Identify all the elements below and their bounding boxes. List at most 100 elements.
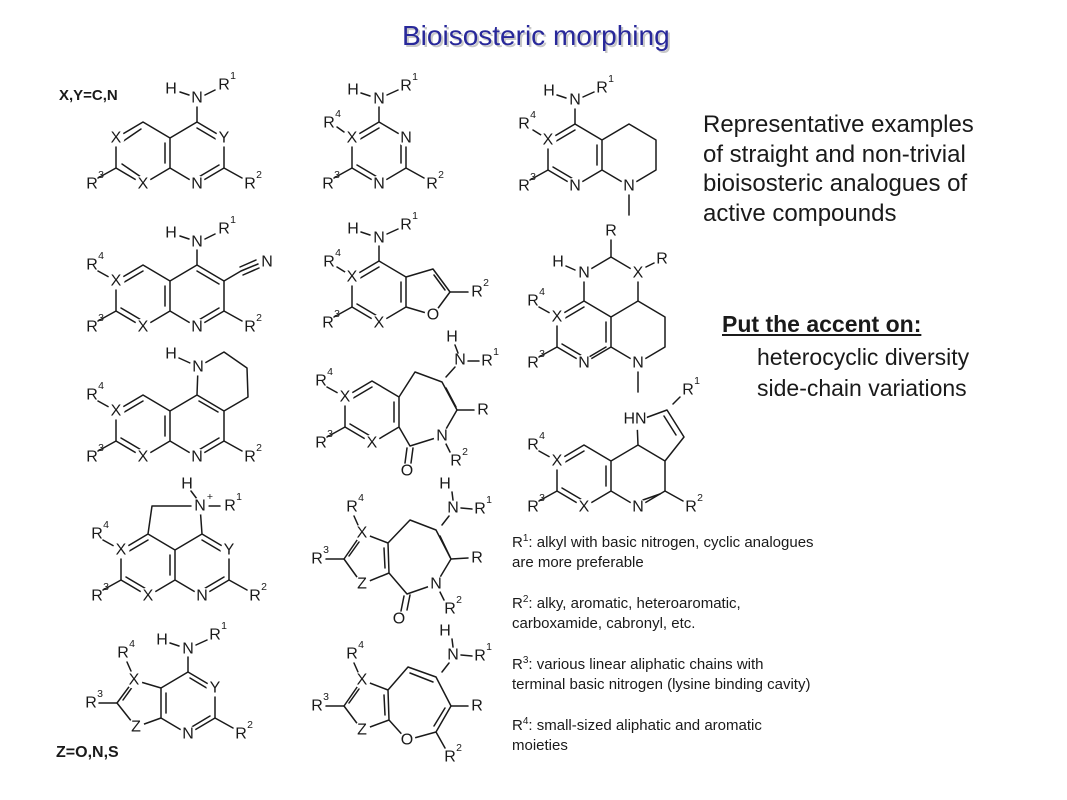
group-R2: R (444, 749, 456, 766)
atom-X: X (552, 453, 563, 470)
ring-bonds (115, 264, 225, 328)
group-R1: R (481, 353, 493, 370)
sup-3: 3 (98, 442, 104, 454)
sup-1: 1 (412, 210, 418, 222)
sup-3: 3 (327, 428, 333, 440)
atom-N: N (373, 230, 385, 247)
representative-line: Representative examples (703, 111, 974, 138)
label-mask (353, 671, 371, 689)
group-R4: R (323, 115, 335, 132)
label-mask (125, 671, 143, 689)
sup-3: 3 (103, 581, 109, 593)
group-R1: R (596, 80, 608, 97)
atom-N: N (196, 588, 208, 605)
sup-4: 4 (358, 639, 364, 651)
atom-X: X (633, 265, 644, 282)
ring-bonds (556, 409, 685, 508)
atom-N: N (192, 359, 204, 376)
atom-Y: Y (210, 680, 221, 697)
atom-H: H (165, 346, 177, 363)
chem-structure-1: X X N Y N H R 1 R 3 R 2 (86, 70, 262, 193)
atom-H: H (439, 476, 451, 493)
chem-structure-3: X X N N H R 4 R 3 R 2 (86, 346, 262, 466)
label-mask (397, 129, 415, 147)
sup-1: 1 (608, 73, 614, 85)
label-mask (220, 541, 238, 559)
accent-item: heterocyclic diversity (757, 344, 970, 370)
atom-N: N (569, 92, 581, 109)
atom-Y: Y (219, 130, 230, 147)
group-R: R (471, 550, 483, 567)
group-R: R (477, 402, 489, 419)
group-R1: R (682, 382, 694, 399)
atom-X: X (367, 435, 378, 452)
sup-3: 3 (334, 169, 340, 181)
sup-3: 3 (98, 169, 104, 181)
label-mask (188, 318, 206, 336)
label-mask (629, 354, 647, 372)
double-bonds (122, 677, 211, 729)
chem-structure-2: X X N N N H R 1 R 4 R 3 R 2 (86, 214, 273, 336)
atom-X: X (543, 132, 554, 149)
substituent-bonds (333, 89, 425, 179)
double-bonds (356, 266, 446, 318)
group-R4: R (86, 257, 98, 274)
double-bonds (120, 400, 220, 452)
atom-Z: Z (131, 719, 141, 736)
substituent-bonds (538, 396, 684, 502)
chem-structure-7: X X O N H R 1 R 4 R 3 R 2 (322, 210, 489, 332)
ring-bonds (115, 121, 225, 185)
label-mask (370, 314, 388, 332)
sup-2: 2 (247, 719, 253, 731)
label-mask (343, 268, 361, 286)
group-R4: R (527, 293, 539, 310)
xy-definition-label: X,Y=C,N (59, 87, 118, 104)
group-R3: R (322, 176, 334, 193)
label-mask (107, 129, 125, 147)
sup-1: 1 (236, 491, 242, 503)
label-mask (107, 402, 125, 420)
group-R3: R (85, 695, 97, 712)
group-R2: R (450, 453, 462, 470)
group-R: R (656, 251, 668, 268)
group-R4: R (315, 373, 327, 390)
label-mask (363, 434, 381, 452)
chem-structure-6: X N N N H R 1 R 4 R 3 R 2 (322, 71, 444, 193)
group-R2: R (235, 726, 247, 743)
group-R1: R (474, 648, 486, 665)
substituent-bonds (325, 638, 473, 749)
sup-4: 4 (358, 492, 364, 504)
sup-4: 4 (129, 638, 135, 650)
representative-line: bioisosteric analogues of (703, 170, 968, 197)
sup-2: 2 (483, 277, 489, 289)
group-R4: R (91, 526, 103, 543)
sup-2: 2 (456, 742, 462, 754)
atom-O: O (427, 307, 439, 324)
atom-Y: Y (224, 542, 235, 559)
group-R3: R (527, 355, 539, 372)
atom-X: X (357, 672, 368, 689)
substituent-bonds (325, 491, 473, 601)
label-mask (188, 175, 206, 193)
group-R: R (605, 223, 617, 240)
atom-N: N (569, 178, 581, 195)
atom-X: X (347, 269, 358, 286)
chem-structure-13: X X N HN R 1 R 4 R 3 R 2 (527, 375, 703, 516)
atom-H: H (165, 225, 177, 242)
label-mask (539, 131, 557, 149)
atom-H: H (446, 329, 458, 346)
atom-X: X (138, 319, 149, 336)
sup-3: 3 (530, 171, 536, 183)
group-R4: R (527, 437, 539, 454)
sup-1: 1 (230, 70, 236, 82)
sup-4: 4 (98, 250, 104, 262)
atom-N: N (191, 90, 203, 107)
label-mask (370, 175, 388, 193)
label-mask (353, 575, 371, 593)
label-mask (353, 721, 371, 739)
group-R3: R (91, 588, 103, 605)
atom-O: O (401, 463, 413, 480)
atom-N-plus: N (194, 498, 206, 515)
representative-line: active compounds (703, 199, 897, 227)
group-R4: R (346, 499, 358, 516)
